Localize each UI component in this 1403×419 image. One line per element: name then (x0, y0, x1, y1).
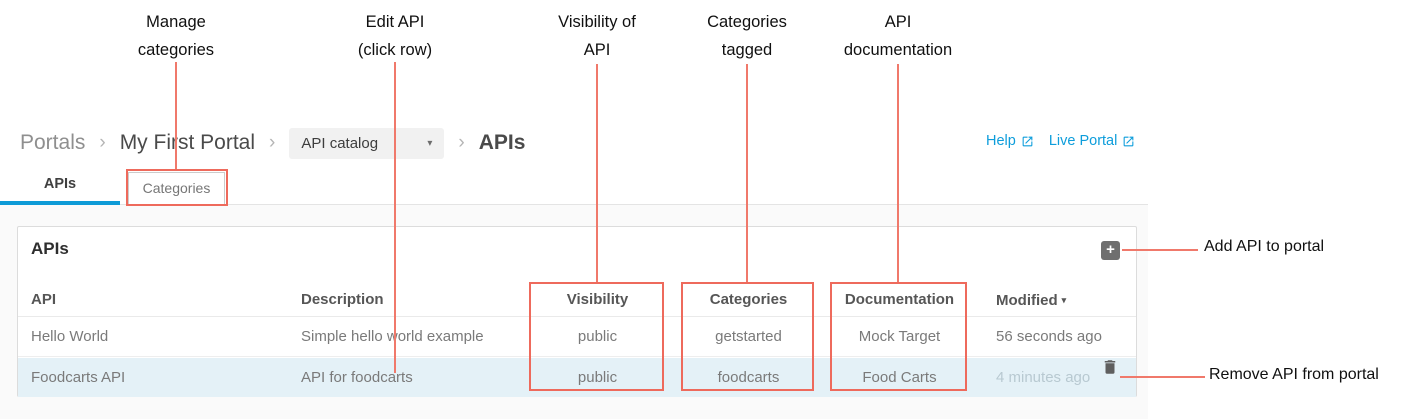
annotation-categories-tagged: Categories tagged (662, 8, 832, 64)
annotation-add-api: Add API to portal (1204, 238, 1325, 255)
breadcrumb-current-apis: APIs (478, 131, 526, 154)
external-link-icon (1022, 136, 1033, 146)
cell-documentation: Food Carts (862, 369, 937, 386)
live-portal-link[interactable]: Live Portal (1049, 133, 1136, 149)
catalog-dropdown[interactable]: API catalog ▾ (289, 127, 445, 159)
col-header-api: API (31, 291, 57, 308)
chevron-right-icon: › (269, 132, 276, 153)
callout-line-manage-categories (175, 62, 177, 169)
help-link-label: Help (986, 133, 1016, 149)
col-header-modified-label: Modified (996, 292, 1058, 309)
apis-panel: APIs + API Description Visibility Catego… (17, 226, 1137, 397)
cell-api: Hello World (31, 328, 109, 345)
cell-categories: foodcarts (717, 369, 780, 386)
table-header-row: API Description Visibility Categories Do… (18, 283, 1136, 317)
callout-box-categories-tab (126, 169, 228, 206)
annotation-visibility-of-api: Visibility of API (512, 8, 682, 64)
callout-box-visibility-column (529, 282, 664, 391)
trash-icon (1104, 360, 1116, 374)
annotation-manage-categories: Manage categories (91, 8, 261, 64)
panel-title: APIs (31, 239, 69, 258)
annotation-line: API (583, 41, 611, 59)
annotation-line: Edit API (365, 13, 425, 31)
chevron-down-icon: ▾ (427, 137, 433, 149)
catalog-dropdown-value: API catalog (301, 134, 379, 152)
live-portal-link-label: Live Portal (1048, 133, 1118, 149)
col-header-description: Description (301, 291, 384, 308)
tab-categories[interactable]: Categories (128, 172, 225, 205)
col-header-documentation: Documentation (844, 291, 955, 308)
cell-modified: 56 seconds ago (996, 328, 1102, 345)
col-header-visibility: Visibility (566, 291, 629, 308)
chevron-right-icon: › (458, 132, 465, 153)
breadcrumb: Portals › My First Portal › API catalog … (20, 126, 525, 160)
col-header-modified[interactable]: Modified▾ (996, 283, 1066, 318)
annotation-line: Visibility of (558, 13, 636, 31)
cell-description: Simple hello world example (301, 328, 484, 345)
chevron-right-icon: › (99, 132, 106, 153)
annotation-edit-api: Edit API (click row) (310, 8, 480, 64)
breadcrumb-portals[interactable]: Portals (20, 131, 86, 154)
callout-line-visibility (596, 64, 598, 282)
cell-modified: 4 minutes ago (996, 369, 1091, 386)
breadcrumb-portal-name[interactable]: My First Portal (119, 131, 256, 154)
callout-line-remove-api (1120, 376, 1205, 378)
callout-line-categories (746, 64, 748, 282)
annotation-line: categories (137, 41, 215, 59)
table-row-hello-world[interactable]: Hello World Simple hello world example p… (18, 317, 1136, 357)
annotation-line: tagged (721, 41, 773, 59)
callout-box-categories-column (681, 282, 814, 391)
plus-icon: + (1106, 241, 1115, 258)
annotation-line: API (884, 13, 912, 31)
tab-apis[interactable]: APIs (43, 176, 77, 192)
header-links: Help Live Portal (986, 133, 1135, 149)
annotation-line: (click row) (357, 41, 433, 59)
remove-api-button[interactable] (1101, 358, 1119, 376)
callout-box-documentation-column (830, 282, 967, 391)
add-api-button[interactable]: + (1101, 241, 1120, 260)
col-header-categories: Categories (709, 291, 788, 308)
annotation-api-documentation: API documentation (813, 8, 983, 64)
callout-line-documentation (897, 64, 899, 282)
tabbar-divider (0, 204, 1148, 205)
annotation-remove-api: Remove API from portal (1209, 366, 1379, 383)
cell-visibility: public (577, 369, 618, 386)
callout-line-add-api (1122, 249, 1198, 251)
annotation-line: Manage (146, 13, 206, 31)
cell-visibility: public (577, 328, 618, 345)
active-tab-underline (0, 201, 120, 205)
external-link-icon (1123, 136, 1134, 146)
help-link[interactable]: Help (986, 133, 1034, 149)
cell-description: API for foodcarts (301, 369, 413, 386)
cell-categories: getstarted (715, 328, 782, 345)
cell-api: Foodcarts API (31, 369, 126, 386)
cell-documentation: Mock Target (858, 328, 941, 345)
annotation-line: Categories (707, 13, 787, 31)
callout-line-edit-api (394, 62, 396, 373)
annotation-line: documentation (843, 41, 953, 59)
sort-descending-icon: ▾ (1061, 295, 1067, 305)
